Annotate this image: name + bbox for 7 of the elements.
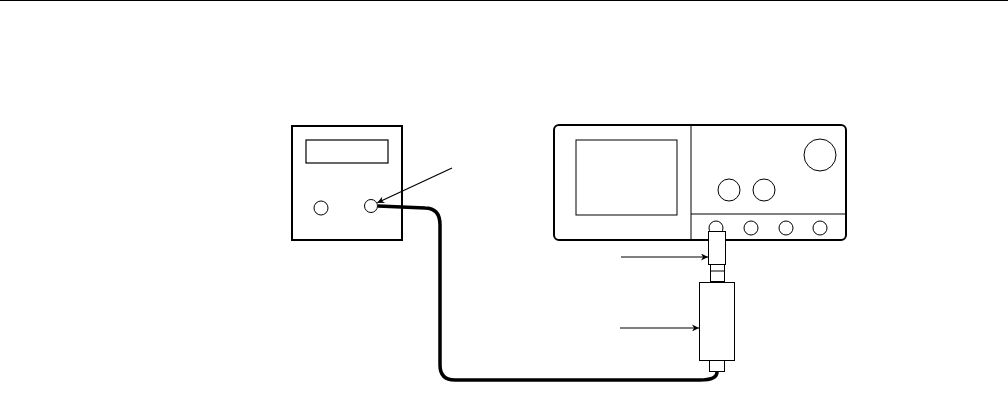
leader-arrow — [620, 253, 709, 261]
leader-arrow — [619, 324, 700, 332]
adapter — [708, 231, 726, 282]
attenuator — [699, 282, 735, 372]
leader-arrow — [376, 167, 453, 204]
signal-generator — [291, 125, 403, 241]
output-connector — [364, 199, 378, 213]
